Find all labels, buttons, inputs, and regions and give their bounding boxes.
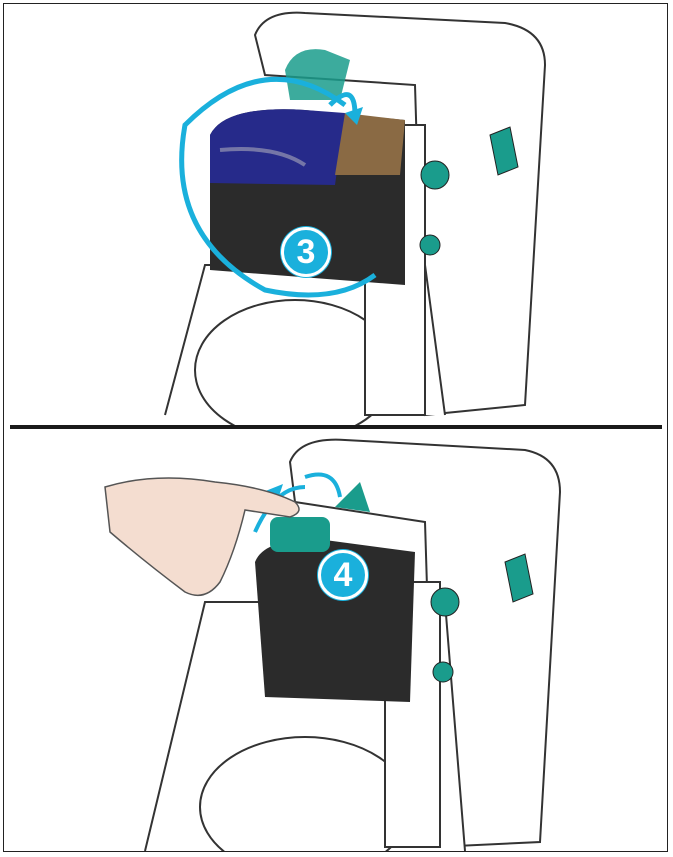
- printer-illustration-step-3: [164, 11, 547, 425]
- hand-illustration: [104, 477, 300, 597]
- step-number-badge: 4: [318, 550, 368, 600]
- printer-cover: [288, 438, 562, 849]
- printer-illustration-step-4: [104, 438, 562, 851]
- ribbon-supply-roll: [210, 109, 345, 185]
- take-up-spindle: [430, 587, 460, 617]
- cover-latch: [504, 553, 534, 603]
- ribbon-core: [335, 113, 405, 175]
- take-up-core: [270, 517, 330, 552]
- step-4-panel: 4: [5, 432, 667, 851]
- core-clip: [335, 482, 370, 512]
- ribbon: [255, 539, 415, 702]
- rotation-arrow: [179, 76, 377, 298]
- cover-latch: [489, 126, 519, 176]
- supply-spindle: [419, 234, 441, 256]
- printer-cover: [253, 11, 547, 417]
- panel-divider: [10, 425, 662, 429]
- step-3-panel: 3: [5, 5, 667, 425]
- take-up-spindle: [420, 160, 450, 190]
- take-up-core: [285, 49, 350, 100]
- supply-spindle: [432, 661, 454, 683]
- arrow-head-icon: [345, 107, 363, 125]
- figure-frame: [3, 3, 668, 852]
- step-number-badge: 3: [281, 227, 331, 277]
